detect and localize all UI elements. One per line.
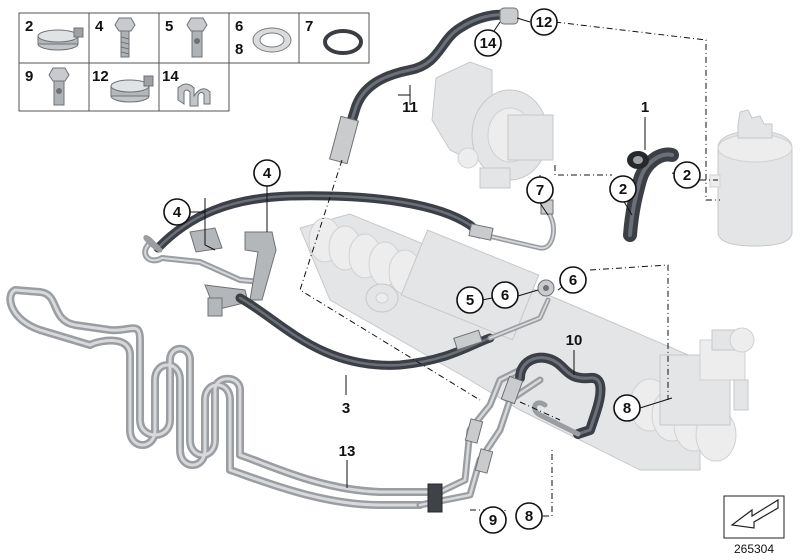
callout-11-label[interactable]: 11 [402, 99, 418, 116]
legend-label-8: 8 [235, 41, 243, 58]
legend-label-6: 6 [235, 18, 243, 35]
callout-8-upper-label: 8 [623, 400, 631, 417]
callout-4-left-label: 4 [173, 204, 182, 221]
callout-5-label: 5 [466, 292, 474, 309]
legend-label-14: 14 [162, 68, 179, 85]
hex-bolt-icon [114, 17, 136, 58]
vehicle-direction-icon [723, 495, 785, 539]
callout-4-upper-label: 4 [263, 165, 272, 182]
power-steering-pump [431, 61, 554, 189]
callout-2-right-label: 2 [683, 167, 691, 184]
callout-10-label[interactable]: 10 [566, 332, 583, 349]
callout-6-left[interactable]: 6 [491, 281, 519, 309]
legend-label-4: 4 [95, 18, 104, 35]
parts-legend: 2 4 5 6 8 7 9 12 14 [18, 12, 370, 112]
pipe-holder-clip [427, 483, 443, 513]
hose-part-3-line [235, 279, 555, 370]
sealing-ring-icon [252, 27, 292, 53]
callout-9[interactable]: 9 [479, 506, 507, 534]
callout-8-lower-label: 8 [525, 508, 533, 525]
callout-2-lower[interactable]: 2 [609, 175, 637, 203]
callout-6-right-label: 6 [569, 272, 577, 289]
callout-4-upper[interactable]: 4 [253, 159, 281, 187]
callout-7[interactable]: 7 [526, 176, 554, 204]
callout-3: 3 [342, 400, 350, 417]
steering-rack [299, 213, 755, 471]
legend-label-7: 7 [305, 18, 313, 35]
callout-1-label[interactable]: 1 [641, 99, 649, 116]
diagram-id: 265304 [734, 542, 774, 556]
legend-label-2: 2 [25, 18, 33, 35]
hose-part-10-line [500, 352, 606, 439]
callout-6-right[interactable]: 6 [559, 266, 587, 294]
callout-12[interactable]: 12 [530, 8, 558, 36]
callout-11: 11 [402, 99, 418, 116]
callout-2-lower-label: 2 [619, 181, 627, 198]
callout-8-upper[interactable]: 8 [613, 394, 641, 422]
banjo-bolt-icon [48, 67, 70, 106]
callout-8-lower[interactable]: 8 [515, 502, 543, 530]
callout-12-label: 12 [536, 14, 553, 31]
hose-part-1-line [623, 147, 679, 242]
callout-6-left-label: 6 [501, 287, 509, 304]
banjo-bolt-icon [186, 17, 208, 58]
hose-clip-icon [177, 83, 211, 107]
hose-part-11-line [329, 7, 519, 165]
legend-label-5: 5 [165, 18, 173, 35]
callout-9-label: 9 [489, 512, 497, 529]
callout-2-right[interactable]: 2 [673, 161, 701, 189]
leader-lines [190, 17, 720, 520]
callout-13-label[interactable]: 13 [339, 443, 356, 460]
legend-label-9: 9 [25, 68, 33, 85]
callout-3-label[interactable]: 3 [342, 400, 350, 417]
callout-4-left[interactable]: 4 [163, 198, 191, 226]
hose-part-4-line [143, 191, 556, 253]
o-ring-icon [323, 29, 363, 55]
hose-clamp-icon [110, 75, 154, 103]
cooling-coil-pipe [6, 286, 544, 513]
callout-1: 1 [641, 99, 649, 116]
callout-10: 10 [566, 332, 583, 349]
callout-7-label: 7 [536, 182, 544, 199]
callout-14-label: 14 [480, 35, 497, 52]
callout-5[interactable]: 5 [456, 286, 484, 314]
callout-13: 13 [339, 443, 356, 460]
hose-clamp-icon [37, 27, 84, 51]
legend-label-12: 12 [92, 68, 109, 85]
hose-bracket [142, 227, 277, 317]
fluid-reservoir [709, 109, 793, 247]
callout-14[interactable]: 14 [474, 29, 502, 57]
